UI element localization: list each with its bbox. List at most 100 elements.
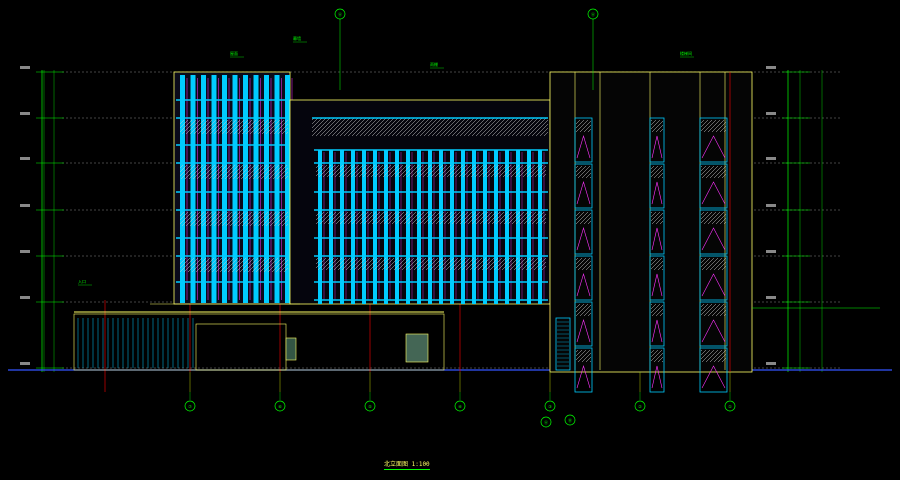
window-bay: [649, 163, 665, 209]
annotation-wall-note: 幕墙: [293, 35, 301, 41]
annotation-canopy: 雨棚: [430, 61, 438, 67]
mullion: [274, 75, 280, 303]
level-label: [20, 157, 30, 160]
bay-hatch: [651, 304, 663, 316]
window-bay: [649, 117, 665, 163]
spandrel-hatch: [180, 165, 288, 179]
bay-hatch: [651, 120, 663, 132]
mullion: [243, 75, 248, 303]
top-marker-bubble: [334, 8, 346, 20]
bay-hatch: [701, 120, 726, 132]
level-label: [766, 250, 776, 253]
central-mullion: [527, 150, 531, 304]
mullion: [211, 75, 217, 303]
spandrel-hatch: [180, 258, 288, 272]
central-mullion: [439, 150, 443, 304]
level-label: [20, 362, 30, 365]
axis-marker-bubble: [184, 400, 196, 412]
axis-marker-label: Ⓐ: [544, 419, 548, 425]
central-spandrel: [316, 165, 546, 177]
window-swing: [701, 319, 726, 343]
window-bay: [699, 117, 728, 163]
window-bay: [574, 347, 593, 393]
axis-marker-label: ⑥: [278, 404, 282, 409]
window-swing: [651, 365, 663, 389]
spandrel-hatch: [180, 120, 288, 134]
bay-hatch: [576, 258, 591, 270]
top-marker-bubble: [587, 8, 599, 20]
bay-hatch: [651, 212, 663, 224]
bay-hatch: [701, 258, 726, 270]
bay-hatch: [651, 258, 663, 270]
central-mullion: [318, 150, 322, 304]
bay-hatch: [701, 166, 726, 178]
window-swing: [701, 227, 726, 251]
annotation-entrance: 入口: [78, 279, 86, 284]
window-swing: [701, 273, 726, 297]
window-bay: [699, 209, 728, 255]
central-mullion: [450, 150, 454, 304]
central-mullion: [538, 150, 542, 304]
central-mullion: [406, 150, 410, 304]
central-mullion: [461, 150, 465, 304]
bay-hatch: [576, 304, 591, 316]
entrance-frame: [195, 323, 287, 371]
axis-marker-bubble: [274, 400, 286, 412]
level-label: [766, 296, 776, 299]
level-label: [766, 66, 776, 69]
central-mullion: [472, 150, 476, 304]
level-label: [766, 362, 776, 365]
door-panel: [285, 337, 297, 361]
bay-hatch: [576, 120, 591, 132]
mullion: [253, 75, 259, 303]
axis-marker-bubble: [724, 400, 736, 412]
central-mullion: [505, 150, 509, 304]
annotation-roof-note: 屋面: [230, 50, 238, 56]
level-label: [20, 250, 30, 253]
window-swing: [576, 226, 591, 251]
window-bay: [699, 255, 728, 301]
window-swing: [651, 227, 663, 251]
bay-hatch: [576, 166, 591, 178]
window-swing: [651, 135, 663, 159]
window-swing: [651, 181, 663, 205]
level-label: [766, 204, 776, 207]
bay-hatch: [701, 350, 726, 362]
central-mullion: [362, 150, 366, 304]
mullion: [201, 75, 206, 303]
central-mullion: [395, 150, 399, 304]
mullion: [190, 75, 196, 303]
spandrel-hatch: [180, 212, 288, 226]
level-label: [766, 157, 776, 160]
window-bay: [649, 255, 665, 301]
axis-marker-label: ⑦: [188, 404, 192, 409]
base-layer: [8, 19, 892, 400]
window-bay: [574, 255, 593, 301]
window-bay: [699, 301, 728, 347]
window-bay: [574, 301, 593, 347]
central-mullion: [483, 150, 487, 304]
drawing-title: 北立面图 1:100: [384, 461, 430, 470]
window-bay: [574, 117, 593, 163]
axis-marker-label: ①: [728, 404, 732, 409]
axis-marker-label: ⑤: [368, 404, 372, 409]
axis-marker-label: ③: [548, 404, 552, 409]
level-label: [20, 204, 30, 207]
window-swing: [651, 319, 663, 343]
window-swing: [701, 135, 726, 159]
podium: [73, 313, 445, 371]
central-mullion: [384, 150, 388, 304]
axis-marker-bubble: [564, 414, 576, 426]
window-bay: [574, 209, 593, 255]
stair: [555, 317, 571, 371]
central-mullion: [351, 150, 355, 304]
central-mullion: [417, 150, 421, 304]
axis-marker-label: ④: [458, 404, 462, 409]
window-swing: [576, 180, 591, 205]
bay-hatch: [576, 350, 591, 362]
central-mullion: [428, 150, 432, 304]
window-swing: [701, 181, 726, 205]
window-bay: [649, 209, 665, 255]
